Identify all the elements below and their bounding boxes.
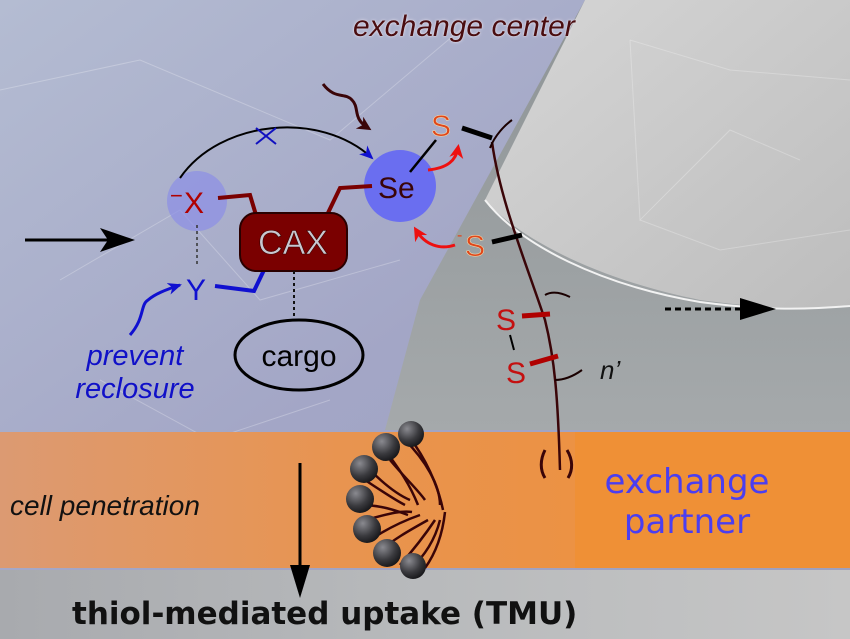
entry-arrowhead (100, 228, 135, 252)
exchange-partner-box (575, 432, 850, 568)
y-atom: Y (186, 274, 206, 307)
bottom-region (0, 570, 850, 639)
cell-penetration-label: cell penetration (10, 490, 200, 521)
thiol-top-bond (461, 125, 493, 141)
lipid-heads (346, 421, 426, 579)
disulfide-bottom-s: S (506, 357, 526, 390)
exchange-partner-label: exchange partner (604, 462, 770, 542)
disulfide-top-bond (521, 311, 551, 319)
figure-title: thiol-mediated uptake (TMU) (72, 596, 578, 632)
lipid-head (346, 485, 374, 513)
exchange-arrow-up (427, 144, 464, 172)
blocked-cross-icon (255, 127, 277, 145)
y-cax-bond (214, 269, 266, 294)
thiol-top-s: S (431, 110, 451, 143)
exchange-center-pointer (321, 83, 372, 131)
disulfide-bottom-bond (529, 353, 559, 367)
prevent-reclosure-label: prevent reclosure (75, 340, 195, 405)
repeat-index-label: n’ (600, 355, 621, 385)
lipid-head (350, 455, 378, 483)
chain-end-mark-left (539, 449, 547, 479)
prevent-reclosure-pointer (128, 283, 182, 336)
x-cax-bond (217, 192, 258, 216)
x-highlight-circle (167, 171, 227, 231)
x-charge: − (170, 183, 183, 208)
cax-se-bond (325, 184, 373, 216)
thiolate-charge: - (457, 227, 462, 244)
disulfide-top-s: S (496, 304, 516, 337)
partner-surface (485, 0, 850, 308)
se-atom: Se (378, 172, 415, 205)
lipid-head (373, 539, 401, 567)
se-highlight-circle (364, 150, 436, 222)
disulfide-bond (509, 334, 515, 351)
repeat-bracket-bottom (554, 369, 583, 381)
cell-penetration-arrowhead (290, 565, 310, 598)
exchange-arrow-se (413, 226, 456, 249)
translocation-arrowhead (740, 298, 776, 320)
cax-label: CAX (258, 224, 328, 262)
surface-edge (484, 199, 850, 310)
chain-start-bracket (489, 119, 513, 149)
se-s-bond (409, 139, 437, 173)
lipid-head (398, 421, 424, 447)
thiolate-s: S (465, 230, 485, 263)
cargo-label: cargo (261, 340, 336, 373)
lipid-head (353, 515, 381, 543)
lipid-head (372, 433, 400, 461)
thiolate-bond (491, 232, 523, 245)
cargo-ellipse (233, 318, 365, 392)
lipid-head (400, 553, 426, 579)
partner-backbone (490, 141, 562, 471)
chain-end-mark-right (565, 449, 574, 479)
exchange-center-label: exchange center (353, 10, 575, 43)
x-atom: X (184, 187, 204, 220)
blocked-arc-arrow (179, 126, 374, 179)
repeat-bracket-top (544, 291, 571, 298)
